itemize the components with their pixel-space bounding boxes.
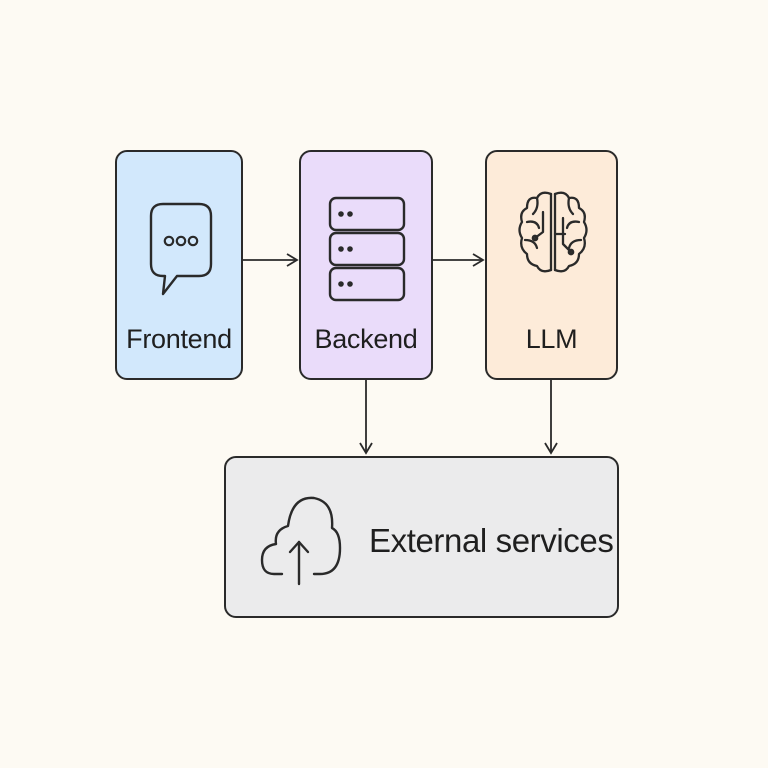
frontend-label: Frontend xyxy=(126,324,232,354)
brain-icon xyxy=(518,191,588,273)
chat-bubble-icon xyxy=(149,202,213,296)
cloud-upload-icon xyxy=(260,496,342,586)
frontend-node[interactable]: Frontend xyxy=(115,150,243,380)
backend-label: Backend xyxy=(314,324,418,354)
llm-node[interactable]: LLM xyxy=(485,150,618,380)
server-stack-icon xyxy=(328,196,406,302)
external-services-label: External services xyxy=(369,522,614,559)
llm-label: LLM xyxy=(525,324,578,354)
backend-node[interactable]: Backend xyxy=(299,150,433,380)
external-services-node[interactable]: External services xyxy=(224,456,619,618)
